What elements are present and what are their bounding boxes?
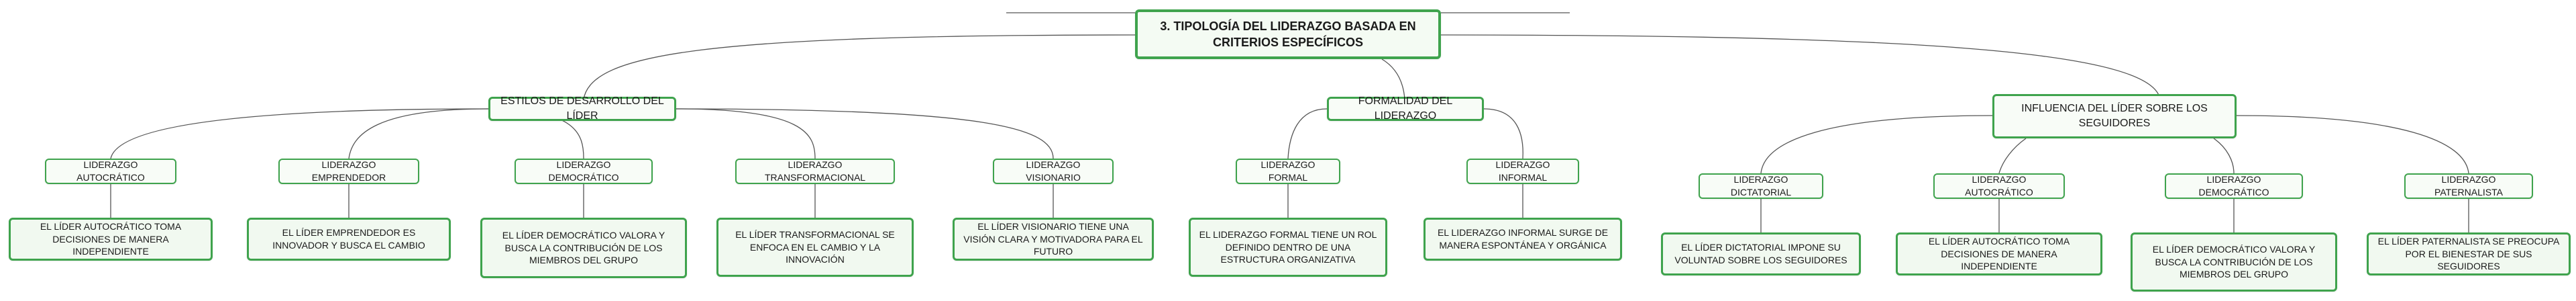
detail-democratico[interactable]: EL LÍDER DEMOCRÁTICO VALORA Y BUSCA LA C…	[480, 218, 687, 278]
connector-b2-t0	[1760, 115, 1993, 174]
detail-transformacional[interactable]: EL LÍDER TRANSFORMACIONAL SE ENFOCA EN E…	[716, 218, 914, 277]
connector-b0-t1	[348, 108, 489, 159]
topic-label: LIDERAZGO TRANSFORMACIONAL	[764, 159, 866, 183]
connector-b2-t3	[2236, 115, 2469, 174]
detail-text: EL LÍDER TRANSFORMACIONAL SE ENFOCA EN E…	[735, 228, 895, 265]
branch-estilos-desarrollo[interactable]: ESTILOS DE DESARROLLO DEL LÍDER	[488, 95, 676, 122]
detail-text: EL LÍDER DEMOCRÁTICO VALORA Y BUSCA LA C…	[2152, 243, 2316, 280]
detail-informal[interactable]: EL LIDERAZGO INFORMAL SURGE DE MANERA ES…	[1424, 218, 1622, 261]
root-title: 3. TIPOLOGÍA DEL LIDERAZGO BASADA EN CRI…	[1160, 19, 1416, 49]
topic-label: LIDERAZGO DEMOCRÁTICO	[548, 159, 619, 183]
topic-label: LIDERAZGO EMPRENDEDOR	[311, 159, 386, 183]
detail-dictatorial[interactable]: EL LÍDER DICTATORIAL IMPONE SU VOLUNTAD …	[1661, 232, 1861, 275]
topic-label: LIDERAZGO PATERNALISTA	[2434, 174, 2503, 198]
detail-emprendedor[interactable]: EL LÍDER EMPRENDEDOR ES INNOVADOR Y BUSC…	[247, 218, 451, 261]
branch-label: ESTILOS DE DESARROLLO DEL LÍDER	[500, 95, 664, 122]
topic-liderazgo-autocratico[interactable]: LIDERAZGO AUTOCRÁTICO	[45, 159, 176, 184]
topic-label: LIDERAZGO FORMAL	[1260, 159, 1316, 183]
topic-liderazgo-formal[interactable]: LIDERAZGO FORMAL	[1236, 159, 1340, 184]
topic-label: LIDERAZGO INFORMAL	[1495, 159, 1550, 183]
topic-liderazgo-democratico[interactable]: LIDERAZGO DEMOCRÁTICO	[515, 159, 653, 184]
detail-text: EL LÍDER AUTOCRÁTICO TOMA DECISIONES DE …	[1928, 235, 2070, 272]
branch-label: INFLUENCIA DEL LÍDER SOBRE LOS SEGUIDORE…	[2021, 103, 2208, 129]
connector-b0-t4	[676, 108, 1054, 159]
topic-liderazgo-autocratico-2[interactable]: LIDERAZGO AUTOCRÁTICO	[1933, 173, 2065, 199]
topic-liderazgo-informal[interactable]: LIDERAZGO INFORMAL	[1466, 159, 1579, 184]
connector-root-branch-0	[583, 34, 1136, 100]
connector-root-branch-2	[1440, 34, 2161, 100]
connector-b1-t1	[1483, 108, 1523, 159]
root-node[interactable]: 3. TIPOLOGÍA DEL LIDERAZGO BASADA EN CRI…	[1135, 9, 1441, 59]
detail-text: EL LÍDER DEMOCRÁTICO VALORA Y BUSCA LA C…	[502, 229, 665, 266]
connector-b0-t3	[676, 108, 816, 159]
topic-label: LIDERAZGO AUTOCRÁTICO	[76, 159, 145, 183]
connector-b2-t2	[2213, 138, 2235, 174]
detail-text: EL LIDERAZGO INFORMAL SURGE DE MANERA ES…	[1437, 227, 1609, 251]
detail-visionario[interactable]: EL LÍDER VISIONARIO TIENE UNA VISIÓN CLA…	[953, 218, 1154, 261]
connector-b1-t0	[1287, 108, 1328, 159]
connector-b2-t1	[1998, 138, 2027, 174]
detail-text: EL LIDERAZGO FORMAL TIENE UN ROL DEFINID…	[1199, 228, 1377, 265]
detail-autocratico[interactable]: EL LÍDER AUTOCRÁTICO TOMA DECISIONES DE …	[9, 218, 213, 261]
detail-text: EL LÍDER AUTOCRÁTICO TOMA DECISIONES DE …	[40, 220, 182, 257]
detail-text: EL LÍDER PATERNALISTA SE PREOCUPA POR EL…	[2377, 235, 2560, 272]
detail-paternalista[interactable]: EL LÍDER PATERNALISTA SE PREOCUPA POR EL…	[2367, 232, 2571, 275]
branch-label: FORMALIDAD DEL LIDERAZGO	[1358, 95, 1453, 122]
detail-autocratico-2[interactable]: EL LÍDER AUTOCRÁTICO TOMA DECISIONES DE …	[1896, 232, 2102, 275]
branch-formalidad[interactable]: FORMALIDAD DEL LIDERAZGO	[1327, 95, 1484, 122]
topic-liderazgo-paternalista[interactable]: LIDERAZGO PATERNALISTA	[2404, 173, 2533, 199]
detail-formal[interactable]: EL LIDERAZGO FORMAL TIENE UN ROL DEFINID…	[1189, 218, 1387, 277]
connector-b0-t0	[110, 108, 489, 159]
connector-root-branch-1	[1381, 58, 1405, 100]
detail-democratico-2[interactable]: EL LÍDER DEMOCRÁTICO VALORA Y BUSCA LA C…	[2131, 232, 2337, 292]
topic-liderazgo-transformacional[interactable]: LIDERAZGO TRANSFORMACIONAL	[735, 159, 895, 184]
topic-label: LIDERAZGO DICTATORIAL	[1730, 174, 1792, 198]
topic-liderazgo-emprendedor[interactable]: LIDERAZGO EMPRENDEDOR	[278, 159, 419, 184]
topic-label: LIDERAZGO DEMOCRÁTICO	[2198, 174, 2269, 198]
topic-liderazgo-visionario[interactable]: LIDERAZGO VISIONARIO	[993, 159, 1114, 184]
topic-label: LIDERAZGO VISIONARIO	[1026, 159, 1081, 183]
detail-text: EL LÍDER VISIONARIO TIENE UNA VISIÓN CLA…	[963, 220, 1143, 257]
detail-text: EL LÍDER EMPRENDEDOR ES INNOVADOR Y BUSC…	[272, 227, 425, 251]
topic-liderazgo-democratico-2[interactable]: LIDERAZGO DEMOCRÁTICO	[2165, 173, 2303, 199]
branch-influencia[interactable]: INFLUENCIA DEL LÍDER SOBRE LOS SEGUIDORE…	[1992, 94, 2237, 138]
topic-liderazgo-dictatorial[interactable]: LIDERAZGO DICTATORIAL	[1699, 173, 1823, 199]
detail-text: EL LÍDER DICTATORIAL IMPONE SU VOLUNTAD …	[1674, 242, 1847, 265]
topic-label: LIDERAZGO AUTOCRÁTICO	[1965, 174, 2033, 198]
